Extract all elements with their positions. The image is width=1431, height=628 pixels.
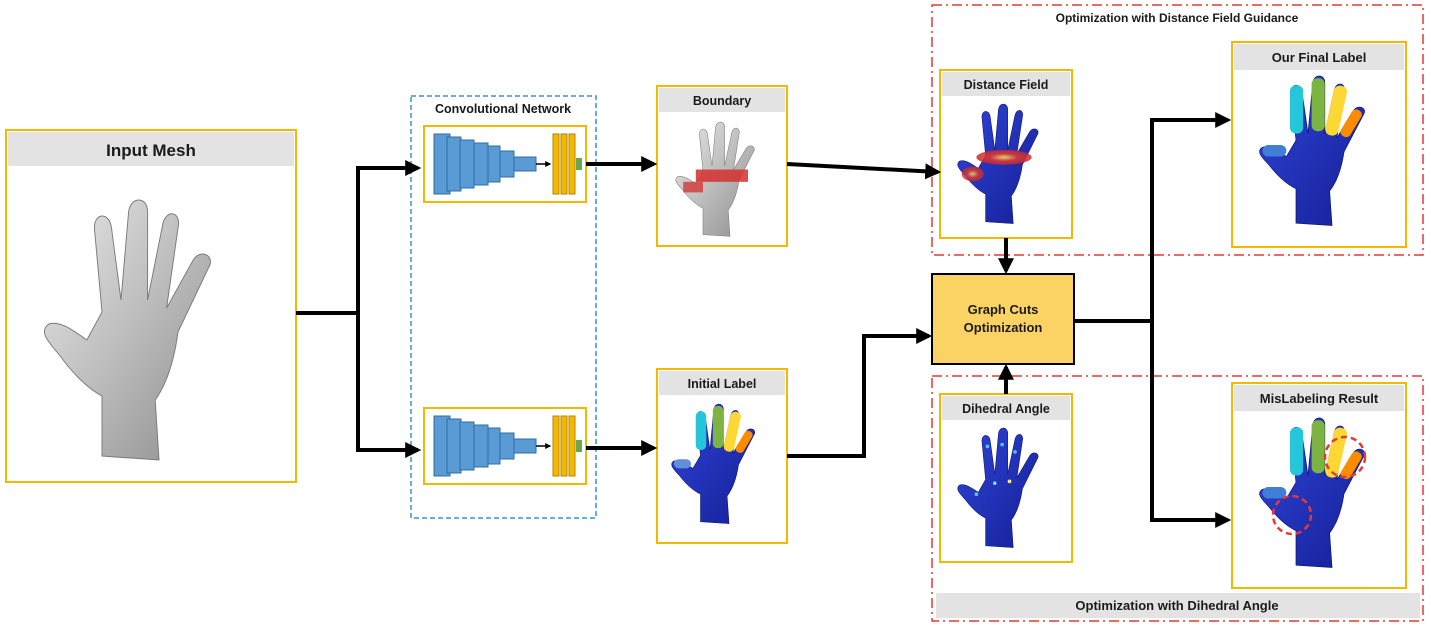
distance-field-panel: Distance Field <box>939 69 1073 239</box>
arrow-boundary-to-distance <box>786 162 942 180</box>
input-mesh-title: Input Mesh <box>106 141 196 160</box>
arrow-graphcuts-to-final <box>1074 112 1232 323</box>
boundary-image <box>675 121 755 237</box>
mislabeling-image <box>1259 417 1366 569</box>
initial-label-title: Initial Label <box>688 377 757 391</box>
dihedral-angle-panel: Dihedral Angle <box>939 393 1073 563</box>
final-label-image <box>1259 75 1366 227</box>
conv-network-title: Convolutional Network <box>435 102 571 116</box>
arrow-input-to-conv-bottom <box>356 313 422 458</box>
initial-label-panel: Initial Label <box>656 368 788 544</box>
graph-cuts-box: Graph Cuts Optimization <box>931 273 1075 365</box>
initial-label-image <box>671 403 756 525</box>
dihedral-group-title: Optimization with Dihedral Angle <box>1075 598 1278 613</box>
conv-network-panel: Convolutional Network <box>410 95 597 519</box>
conv-net-top <box>423 125 587 203</box>
dihedral-angle-group: Optimization with Dihedral Angle <box>931 375 1424 622</box>
mislabeling-panel: MisLabeling Result <box>1231 382 1407 589</box>
input-mesh-panel: Input Mesh <box>5 129 297 483</box>
final-label-panel: Our Final Label <box>1231 41 1407 248</box>
mislabeling-title: MisLabeling Result <box>1260 391 1379 406</box>
dihedral-angle-image <box>957 427 1039 549</box>
dihedral-angle-title: Dihedral Angle <box>962 402 1050 416</box>
distance-field-group: Optimization with Distance Field Guidanc… <box>931 4 1424 256</box>
graph-cuts-line2: Optimization <box>964 320 1043 335</box>
arrow-initial-to-graphcuts <box>787 328 933 458</box>
distance-group-title: Optimization with Distance Field Guidanc… <box>1056 11 1299 25</box>
distance-field-image <box>957 103 1039 225</box>
final-label-title: Our Final Label <box>1272 50 1367 65</box>
boundary-panel: Boundary <box>656 85 788 247</box>
arrow-input-to-conv-top <box>296 160 422 315</box>
arrow-graphcuts-to-mislabel <box>1150 321 1232 528</box>
boundary-title: Boundary <box>693 94 751 108</box>
mislabel-highlight-circle <box>1271 494 1313 536</box>
conv-net-bottom <box>423 407 587 485</box>
mislabel-highlight-circle <box>1323 435 1367 479</box>
distance-field-title: Distance Field <box>964 78 1049 92</box>
graph-cuts-line1: Graph Cuts <box>968 302 1039 317</box>
connectors <box>296 112 1232 528</box>
